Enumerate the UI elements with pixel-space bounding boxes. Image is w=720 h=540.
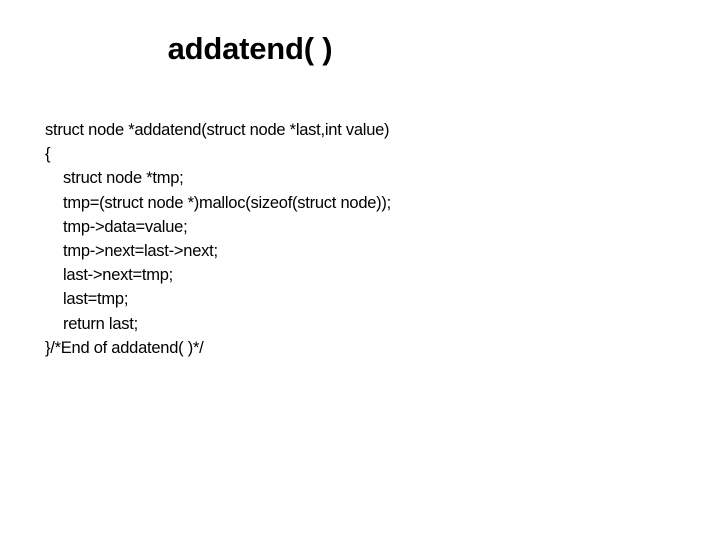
- code-line: {: [45, 145, 51, 164]
- code-line: tmp=(struct node *)malloc(sizeof(struct …: [63, 193, 391, 212]
- code-block: struct node *addatend(struct node *last,…: [45, 118, 685, 360]
- code-line: last->next=tmp;: [63, 266, 173, 285]
- page-title: addatend( ): [167, 31, 333, 66]
- code-line: struct node *addatend(struct node *last,…: [45, 121, 390, 139]
- code-line: struct node *tmp;: [63, 169, 184, 188]
- code-line: tmp->next=last->next;: [63, 242, 218, 261]
- code-line: last=tmp;: [63, 290, 129, 309]
- code-line: tmp->data=value;: [63, 217, 188, 236]
- code-line: }/*End of addatend( )*/: [45, 338, 204, 357]
- code-line: return last;: [63, 314, 138, 333]
